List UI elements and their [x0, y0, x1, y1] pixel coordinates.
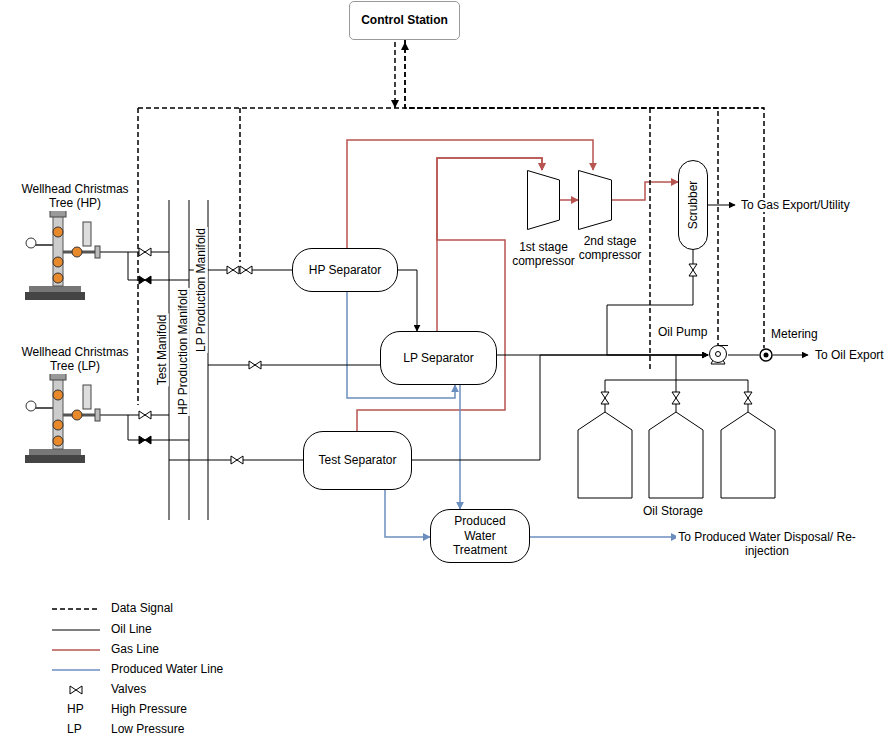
- wellhead-base: [25, 455, 85, 463]
- flow-connector: [612, 182, 678, 200]
- metering-device: Metering: [759, 348, 773, 362]
- meter-core: [764, 353, 769, 358]
- tree-pipe: [53, 379, 63, 449]
- scrubber-vessel: Scrubber: [678, 160, 708, 250]
- data-signal-connector: [405, 40, 764, 348]
- pump-impeller: [716, 352, 721, 357]
- flow-connector: [459, 385, 461, 509]
- compressor-outline: [528, 171, 560, 230]
- gauge-arm: [35, 244, 53, 246]
- gauge-arm: [35, 407, 53, 409]
- wellhead-tree: Wellhead Christmas Tree (LP): [15, 345, 135, 468]
- tree-valve-wheel: [53, 436, 63, 446]
- water-outlet-line: [530, 536, 678, 538]
- pump-discharge: [718, 345, 728, 346]
- valve-actuator: [83, 222, 91, 246]
- text-label: To Produced Water Disposal/ Re-injection: [676, 530, 858, 559]
- pump-casing: [710, 346, 727, 363]
- christmas-tree-illustration: [15, 210, 135, 305]
- node-text: Oil Pump: [658, 325, 707, 339]
- node-text: Scrubber: [686, 181, 700, 230]
- pressure-gauge: [26, 238, 36, 248]
- outlet-flange: [95, 409, 100, 421]
- tree-pipe: [53, 216, 63, 286]
- legend-text: Data Signal: [110, 601, 174, 615]
- control-station: Control Station: [349, 1, 460, 40]
- tree-valve-wheel: [72, 410, 82, 420]
- tree-valve-wheel: [53, 420, 63, 430]
- signal-arrow-down: [391, 100, 399, 108]
- tree-valve-wheel: [53, 227, 63, 237]
- legend-text: Oil Line: [110, 622, 153, 636]
- signal-arrow-up: [401, 42, 409, 50]
- legend-abbreviation: LP: [66, 722, 83, 736]
- compressor: 1st stage compressor: [527, 170, 560, 230]
- manifold-label: HP Production Manifold: [176, 288, 190, 416]
- pump-symbol: [708, 345, 728, 365]
- tree-cap: [50, 373, 66, 380]
- separator-vessel: LP Separator: [380, 331, 497, 385]
- node-text: 2nd stage compressor: [577, 234, 643, 263]
- node-text: Metering: [771, 327, 818, 341]
- flow-connector: [347, 140, 593, 248]
- text-label: Oil Storage: [642, 504, 704, 518]
- node-text: LP Separator: [403, 351, 474, 365]
- legend-text: Gas Line: [110, 642, 160, 656]
- flow-connector: [728, 355, 759, 356]
- valve-actuator: [83, 385, 91, 409]
- legend-text: High Pressure: [110, 702, 188, 716]
- compressor-symbol: [578, 170, 612, 230]
- christmas-tree-illustration: [15, 373, 135, 468]
- legend-abbreviation: HP: [66, 702, 85, 716]
- legend-text: Valves: [110, 682, 147, 696]
- data-signal-lines: [138, 42, 764, 405]
- pressure-gauge: [26, 401, 36, 411]
- legend-samples: [52, 609, 100, 694]
- text-label: To Oil Export: [814, 348, 885, 362]
- legend-text: Low Pressure: [110, 722, 185, 736]
- node-text: Wellhead Christmas Tree (HP): [15, 182, 135, 211]
- outlet-flange: [95, 246, 100, 258]
- compressor-symbol: [527, 170, 560, 230]
- wellhead-base: [25, 292, 85, 300]
- flow-connector: [607, 250, 708, 355]
- tree-cap: [50, 210, 66, 217]
- flow-connector: [385, 490, 430, 537]
- tree-valve-wheel: [72, 247, 82, 257]
- node-text: Wellhead Christmas Tree (LP): [15, 345, 135, 374]
- flow-connector: [398, 270, 417, 331]
- separator-vessel: Test Separator: [303, 431, 412, 490]
- tree-valve-wheel: [53, 257, 63, 267]
- treatment-unit: Produced Water Treatment: [430, 509, 530, 563]
- data-signal-connector: [405, 40, 718, 345]
- oil-pump: Oil Pump: [708, 345, 728, 365]
- wellhead-base-plate: [29, 286, 81, 292]
- separator-vessel: HP Separator: [292, 248, 398, 292]
- compressor: 2nd stage compressor: [578, 170, 612, 230]
- node-text: Produced Water Treatment: [437, 514, 523, 557]
- node-text: 1st stage compressor: [511, 240, 577, 269]
- legend-text: Produced Water Line: [110, 662, 224, 676]
- node-text: HP Separator: [309, 263, 382, 277]
- node-text: Test Separator: [318, 453, 396, 467]
- manifold-lines: [169, 200, 208, 520]
- tree-valve-wheel: [53, 390, 63, 400]
- manifold-label: Test Manifold: [155, 314, 169, 387]
- oil-storage-tanks: [578, 412, 775, 498]
- compressor-outline: [579, 171, 612, 230]
- wellhead-base-plate: [29, 449, 81, 455]
- flow-connector: [560, 199, 578, 201]
- manifold-label: LP Production Manifold: [194, 227, 208, 353]
- wellhead-tree: Wellhead Christmas Tree (HP): [15, 182, 135, 305]
- text-label: To Gas Export/Utility: [740, 198, 851, 212]
- meter-symbol: [759, 348, 773, 362]
- flow-connector: [357, 158, 542, 431]
- tree-valve-wheel: [53, 273, 63, 283]
- node-text: Control Station: [361, 13, 448, 27]
- meter-body: [760, 349, 772, 361]
